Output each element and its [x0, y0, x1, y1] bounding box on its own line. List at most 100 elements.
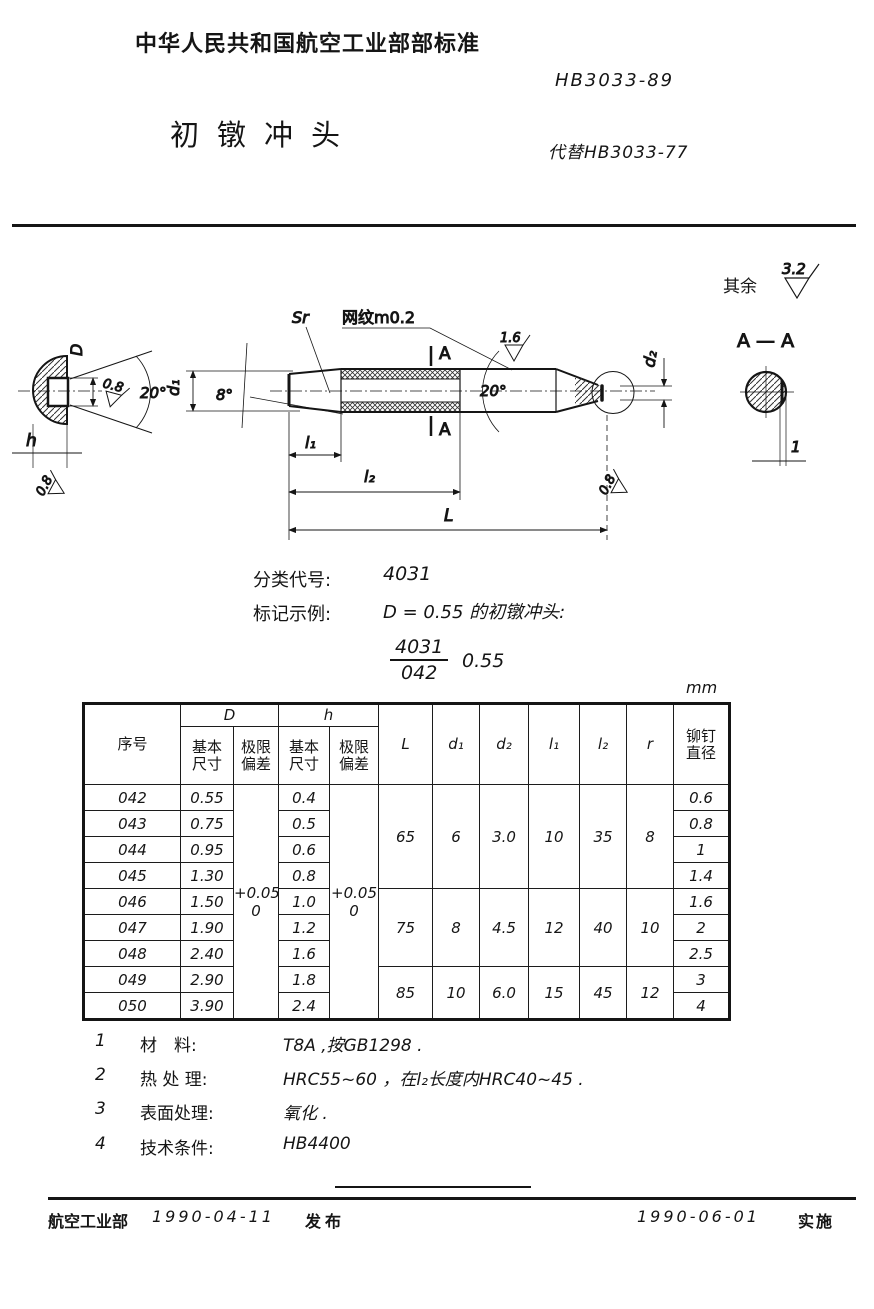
note-label: 表面处理: — [140, 1104, 214, 1124]
cell-rivet: 1.4 — [673, 862, 731, 889]
cell-l2: 40 — [579, 888, 628, 967]
cell-L: 75 — [378, 888, 434, 967]
cell-D: 1.90 — [180, 914, 234, 941]
cell-rivet: 0.8 — [673, 810, 731, 837]
note-text: HB4400 — [283, 1134, 351, 1154]
svg-text:0.8: 0.8 — [101, 376, 125, 396]
footer-rule — [48, 1197, 856, 1200]
note-text: 氧化 . — [283, 1104, 328, 1124]
col-header-D: D — [180, 703, 279, 727]
note-label: 热 处 理: — [140, 1070, 208, 1090]
note-number: 2 — [95, 1065, 106, 1085]
svg-text:1.6: 1.6 — [500, 331, 521, 346]
cell-h: 1.0 — [278, 888, 330, 915]
roughness-symbol-head-cone: 0.8 — [100, 376, 130, 408]
cell-serial: 045 — [83, 862, 181, 889]
col-header-d2: d₂ — [479, 703, 530, 785]
cell-rivet: 2.5 — [673, 940, 731, 967]
cell-d1: 6 — [432, 784, 481, 889]
col-header-h: h — [277, 703, 380, 727]
cell-l1: 15 — [528, 966, 581, 1020]
cell-serial: 049 — [83, 966, 181, 993]
dimension-table: 序号 D h L d₁ d₂ l₁ l₂ r 铆钉 直径 基本 尺寸 极限 偏差… — [82, 702, 732, 1021]
cell-rivet: 1.6 — [673, 888, 731, 915]
header-rule — [12, 224, 856, 227]
cell-rivet: 4 — [673, 992, 731, 1020]
cell-L: 85 — [378, 966, 434, 1020]
dim-label-h: h — [26, 431, 37, 451]
fraction-denominator: 042 — [401, 662, 438, 684]
standard-org-title: 中华人民共和国航空工业部部标准 — [135, 32, 481, 57]
footer-release-date: 1990-04-11 — [152, 1207, 275, 1226]
col-header-serial: 序号 — [83, 703, 181, 785]
angle-label-20-tip: 20° — [480, 382, 507, 400]
head-detail-view: D 20° 0.8 h 0.8 — [12, 343, 167, 499]
cell-h: 1.2 — [278, 914, 330, 941]
footer-short-rule — [335, 1186, 531, 1188]
technical-drawing: D 20° 0.8 h 0.8 — [12, 260, 820, 540]
cell-h: 1.6 — [278, 940, 330, 967]
replaces-note: 代替HB3033-77 — [548, 143, 689, 163]
cell-D: 2.90 — [180, 966, 234, 993]
rest-roughness-symbol: 3.2 — [782, 260, 820, 300]
roughness-symbol-tip: 0.8 — [596, 468, 629, 498]
classification-value: 4031 — [383, 563, 432, 585]
cell-D: 0.95 — [180, 836, 234, 863]
note-label: 技术条件: — [140, 1139, 214, 1159]
section-view-title: A — A — [737, 330, 794, 352]
marking-label: 标记示例: — [253, 604, 332, 625]
svg-text:0.8: 0.8 — [596, 472, 619, 497]
cell-h: 0.8 — [278, 862, 330, 889]
cell-rivet: 1 — [673, 836, 731, 863]
dim-label-L: L — [444, 506, 453, 526]
rest-surface-label: 其余 — [723, 277, 757, 297]
dim-label-d2: d₂ — [639, 348, 661, 368]
marking-suffix: 0.55 — [462, 650, 505, 672]
footer-impl-word: 实施 — [798, 1212, 835, 1231]
standard-number: HB3033-89 — [555, 70, 675, 91]
cell-h: 1.8 — [278, 966, 330, 993]
cell-r: 10 — [626, 888, 675, 967]
cell-r: 12 — [626, 966, 675, 1020]
cell-d2: 3.0 — [479, 784, 530, 889]
table-row: 046 1.50 1.0 75 8 4.5 12 40 10 1.6 — [83, 888, 731, 967]
section-view-a-a: 其余 3.2 A — A 1 — [723, 260, 820, 466]
fraction-numerator: 4031 — [390, 636, 449, 661]
col-header-D-basic: 基本 尺寸 — [180, 726, 234, 785]
unit-label: mm — [686, 678, 718, 697]
roughness-symbol-taper: 1.6 — [500, 331, 531, 363]
roughness-symbol-head-bottom: 0.8 — [33, 469, 66, 499]
cell-d2: 4.5 — [479, 888, 530, 967]
cell-D: 0.75 — [180, 810, 234, 837]
marking-fraction: 4031 042 — [390, 636, 449, 684]
col-header-rivet-diameter: 铆钉 直径 — [673, 703, 731, 785]
cell-serial: 050 — [83, 992, 181, 1020]
cell-D: 1.50 — [180, 888, 234, 915]
col-header-l2: l₂ — [579, 703, 628, 785]
svg-text:3.2: 3.2 — [782, 260, 806, 278]
cell-serial: 048 — [83, 940, 181, 967]
cell-D-deviation: +0.05 0 — [233, 784, 279, 1020]
note-text: HRC55~60 ，在l₂长度内HRC40~45 . — [283, 1070, 584, 1090]
svg-text:0.8: 0.8 — [33, 473, 56, 498]
note-number: 4 — [95, 1134, 106, 1154]
note-number: 3 — [95, 1099, 106, 1119]
section-mark-top: A — [439, 344, 451, 364]
chord-depth-label: 1 — [791, 438, 801, 456]
classification-label: 分类代号: — [253, 570, 332, 591]
cell-serial: 046 — [83, 888, 181, 915]
dim-label-D: D — [67, 344, 86, 356]
cell-D: 0.55 — [180, 784, 234, 811]
table-row: 050 3.90 2.4 4 — [83, 992, 731, 1020]
cell-rivet: 3 — [673, 966, 731, 993]
col-header-d1: d₁ — [432, 703, 481, 785]
cell-l2: 45 — [579, 966, 628, 1020]
cell-serial: 047 — [83, 914, 181, 941]
table-row: 043 0.75 0.5 0.8 — [83, 810, 731, 837]
cell-l1: 10 — [528, 784, 581, 889]
label-knurl: 网纹m0.2 — [342, 308, 415, 327]
table-row: 048 2.40 1.6 2.5 — [83, 940, 731, 967]
table-row: 044 0.95 0.6 1 — [83, 836, 731, 863]
cell-h: 0.6 — [278, 836, 330, 863]
